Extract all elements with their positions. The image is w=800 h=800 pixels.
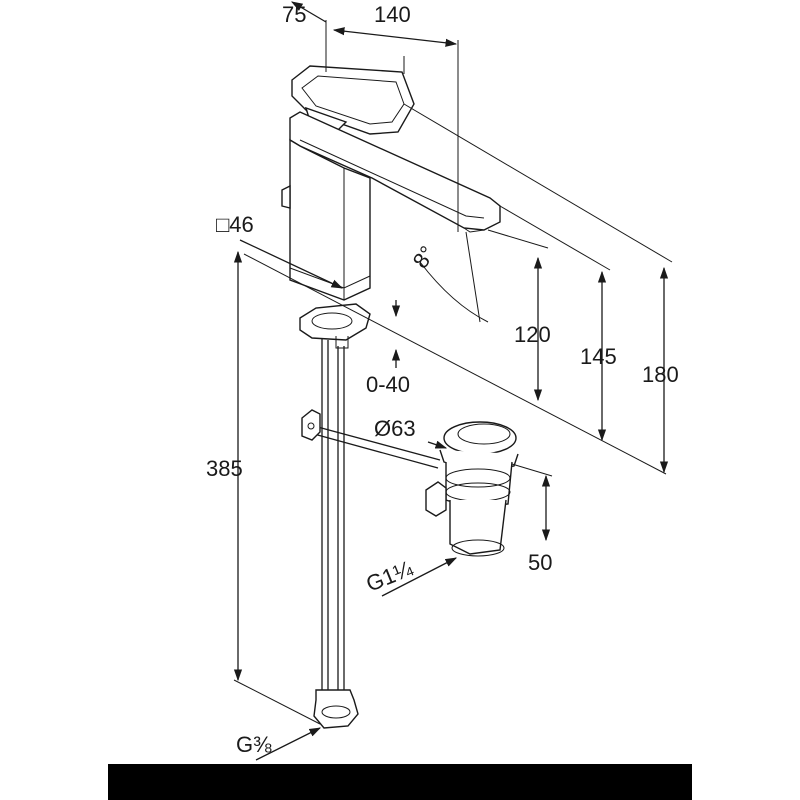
- dim-75: [290, 1, 327, 23]
- faucet-body-base: [289, 267, 371, 289]
- label-46: □46: [216, 212, 254, 237]
- pull-rod-clamp: [301, 409, 321, 441]
- dimension-labels: 75 140 □46 8° 120 145 180 0-40 385 Ø63 5…: [206, 2, 679, 757]
- spout-outlet: [463, 227, 485, 233]
- label-g38: G⅜: [236, 732, 272, 757]
- waste-valve: [425, 421, 519, 557]
- spout-top-edge: [299, 139, 485, 219]
- label-50: 50: [528, 550, 552, 575]
- label-385: 385: [206, 456, 243, 481]
- label-75: 75: [282, 2, 306, 27]
- label-8-degree: 8°: [408, 241, 441, 273]
- waste-lever-nut: [425, 481, 447, 517]
- mounting-flange: [299, 303, 371, 341]
- waste-outlet: [451, 539, 505, 557]
- leader-63: [427, 440, 448, 449]
- leader-g114: [381, 557, 458, 597]
- label-63: Ø63: [374, 416, 416, 441]
- ext-120: [487, 229, 549, 249]
- dim-140: [332, 27, 458, 47]
- label-140: 140: [374, 2, 411, 27]
- hose-fittings: [313, 689, 359, 729]
- label-145: 145: [580, 344, 617, 369]
- deck-baseline: [243, 253, 667, 475]
- waste-cap-top: [457, 423, 511, 445]
- label-g114: G1¼: [363, 555, 417, 596]
- dimension-lines: [233, 1, 673, 761]
- pull-rod: [313, 425, 441, 461]
- footer-bar: [108, 764, 692, 800]
- waste-cap: [443, 421, 517, 455]
- waste-body-lower: [449, 499, 507, 555]
- ext-145: [499, 205, 611, 271]
- ext-385-bottom: [233, 679, 321, 725]
- leader-g38: [255, 727, 322, 761]
- faucet-body: [289, 138, 371, 301]
- waste-ring-1: [445, 468, 511, 488]
- clamp-screw: [307, 422, 315, 430]
- label-120: 120: [514, 322, 551, 347]
- dim-46: [239, 239, 344, 289]
- faucet: [281, 65, 501, 729]
- flange-hole: [311, 312, 353, 330]
- label-180: 180: [642, 362, 679, 387]
- ext-180: [403, 103, 673, 263]
- pop-up-knob: [281, 184, 291, 209]
- pull-rod-2: [313, 433, 439, 469]
- angle-8-arc: [419, 261, 489, 323]
- label-0-40: 0-40: [366, 372, 410, 397]
- flange-nut: [335, 336, 349, 349]
- hose-fitting-nut: [321, 705, 351, 719]
- lever-handle-inner: [301, 75, 405, 125]
- angle-8-line: [465, 231, 481, 323]
- ext-50-top: [511, 463, 553, 477]
